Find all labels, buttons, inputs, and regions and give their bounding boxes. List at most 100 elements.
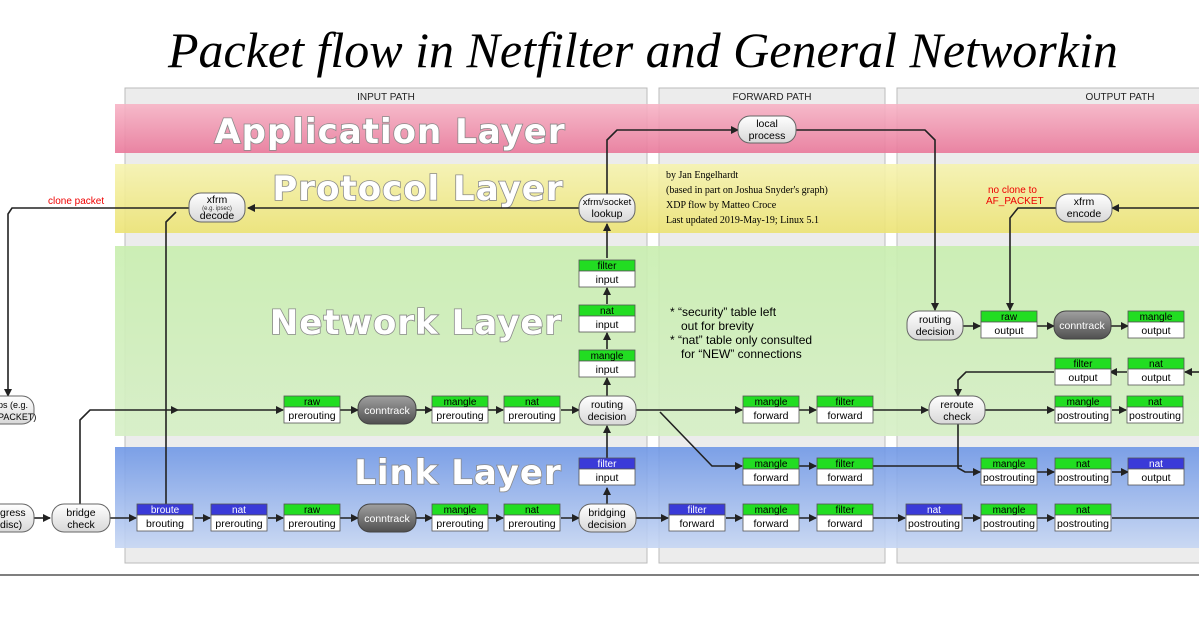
chain-hook-label: postrouting <box>1057 410 1109 422</box>
chain-box-raw-prerouting-link: raw prerouting <box>283 503 341 532</box>
svg-text:process: process <box>749 130 786 142</box>
chain-table-label: filter <box>836 459 856 470</box>
chain-hook-body <box>503 514 561 532</box>
note-line: for “NEW” connections <box>681 347 802 361</box>
link-layer-title: Link Layer <box>354 453 562 493</box>
chain-table-label: raw <box>304 397 321 408</box>
chain-hook-label: prerouting <box>288 518 335 530</box>
chain-hook-body <box>1127 368 1185 386</box>
chain-hook-body <box>431 406 489 424</box>
chain-table-label: filter <box>688 505 708 516</box>
forward-path-label: FORWARD PATH <box>732 92 811 103</box>
svg-text:reroute: reroute <box>940 399 973 411</box>
chain-table-label: filter <box>598 261 618 272</box>
chain-table-label: nat <box>600 306 614 317</box>
credit-line: by Jan Engelhardt <box>666 170 738 181</box>
chain-hook-label: forward <box>679 518 714 530</box>
chain-hook-body <box>1054 514 1112 532</box>
chain-hook-body <box>578 315 636 333</box>
protocol-layer-band <box>115 164 1199 233</box>
chain-hook-label: postrouting <box>1129 410 1181 422</box>
chain-table-label: filter <box>836 505 856 516</box>
chain-hook-body <box>980 321 1038 339</box>
chain-box-filter-forward-link3: filter forward <box>816 503 874 532</box>
chain-table-label: nat <box>1149 359 1163 370</box>
routing-decision-input-node: routing decision <box>578 395 637 426</box>
clone-packet-note: clone packet <box>48 196 104 207</box>
chain-hook-label: prerouting <box>508 518 555 530</box>
chain-hook-body <box>980 514 1038 532</box>
svg-text:local: local <box>756 118 778 130</box>
credit-line: Last updated 2019-May-19; Linux 5.1 <box>666 215 819 226</box>
chain-hook-body <box>816 468 874 486</box>
credit-line: (based in part on Joshua Snyder's graph) <box>666 185 828 196</box>
xfrm-decode-node: xfrm (e.g. ipsec) decode <box>188 192 246 223</box>
svg-text:bridge: bridge <box>66 507 95 519</box>
chain-table-label: mangle <box>755 459 788 470</box>
chain-hook-body <box>578 468 636 486</box>
chain-hook-label: output <box>1141 372 1170 384</box>
svg-text:encode: encode <box>1067 208 1102 220</box>
chain-table-label: mangle <box>993 505 1026 516</box>
chain-table-label: mangle <box>755 397 788 408</box>
chain-table-label: nat <box>1076 505 1090 516</box>
left-edge-bottom-node: gress disc) <box>0 503 35 533</box>
svg-text:decode: decode <box>200 210 235 222</box>
chain-hook-body <box>578 270 636 288</box>
chain-table-label: nat <box>525 397 539 408</box>
chain-box-filter-forward-link2: filter forward <box>668 503 726 532</box>
svg-text:PACKET): PACKET) <box>0 412 36 422</box>
chain-hook-body <box>1127 468 1185 486</box>
chain-box-filter-input-link: filter input <box>578 457 636 486</box>
chain-hook-label: prerouting <box>436 518 483 530</box>
svg-text:xfrm: xfrm <box>1074 196 1095 208</box>
application-layer-title: Application Layer <box>214 112 565 152</box>
chain-table-label: filter <box>598 459 618 470</box>
chain-table-label: nat <box>232 505 246 516</box>
chain-table-label: nat <box>1148 397 1162 408</box>
svg-text:routing: routing <box>591 399 623 411</box>
protocol-layer-title: Protocol Layer <box>272 169 563 209</box>
chain-table-label: mangle <box>993 459 1026 470</box>
conntrack-node: conntrack <box>357 395 417 425</box>
svg-text:xfrm: xfrm <box>207 194 228 206</box>
local-process-node: local process <box>737 115 797 144</box>
chain-hook-label: input <box>596 319 619 331</box>
chain-hook-body <box>742 406 800 424</box>
chain-hook-label: forward <box>827 410 862 422</box>
chain-hook-body <box>1054 468 1112 486</box>
chain-hook-label: input <box>596 472 619 484</box>
chain-table-label: broute <box>151 505 180 516</box>
credits-block: by Jan Engelhardt (based in part on Josh… <box>666 170 828 226</box>
chain-hook-label: prerouting <box>215 518 262 530</box>
chain-hook-body <box>503 406 561 424</box>
svg-text:routing: routing <box>919 314 951 326</box>
chain-hook-label: output <box>1141 325 1170 337</box>
chain-table-label: mangle <box>755 505 788 516</box>
chain-box-mangle-forward-link2: mangle forward <box>742 503 800 532</box>
chain-hook-body <box>816 514 874 532</box>
chain-hook-label: forward <box>753 472 788 484</box>
svg-text:check: check <box>67 519 95 531</box>
chain-hook-body <box>742 514 800 532</box>
chain-table-label: mangle <box>1067 397 1100 408</box>
chain-hook-label: forward <box>827 518 862 530</box>
svg-text:disc): disc) <box>0 519 22 531</box>
chain-table-label: raw <box>304 505 321 516</box>
chain-hook-label: prerouting <box>288 410 335 422</box>
chain-hook-body <box>816 406 874 424</box>
bridging-decision-node: bridging decision <box>578 503 637 533</box>
chain-hook-body <box>283 514 341 532</box>
chain-hook-label: forward <box>753 518 788 530</box>
